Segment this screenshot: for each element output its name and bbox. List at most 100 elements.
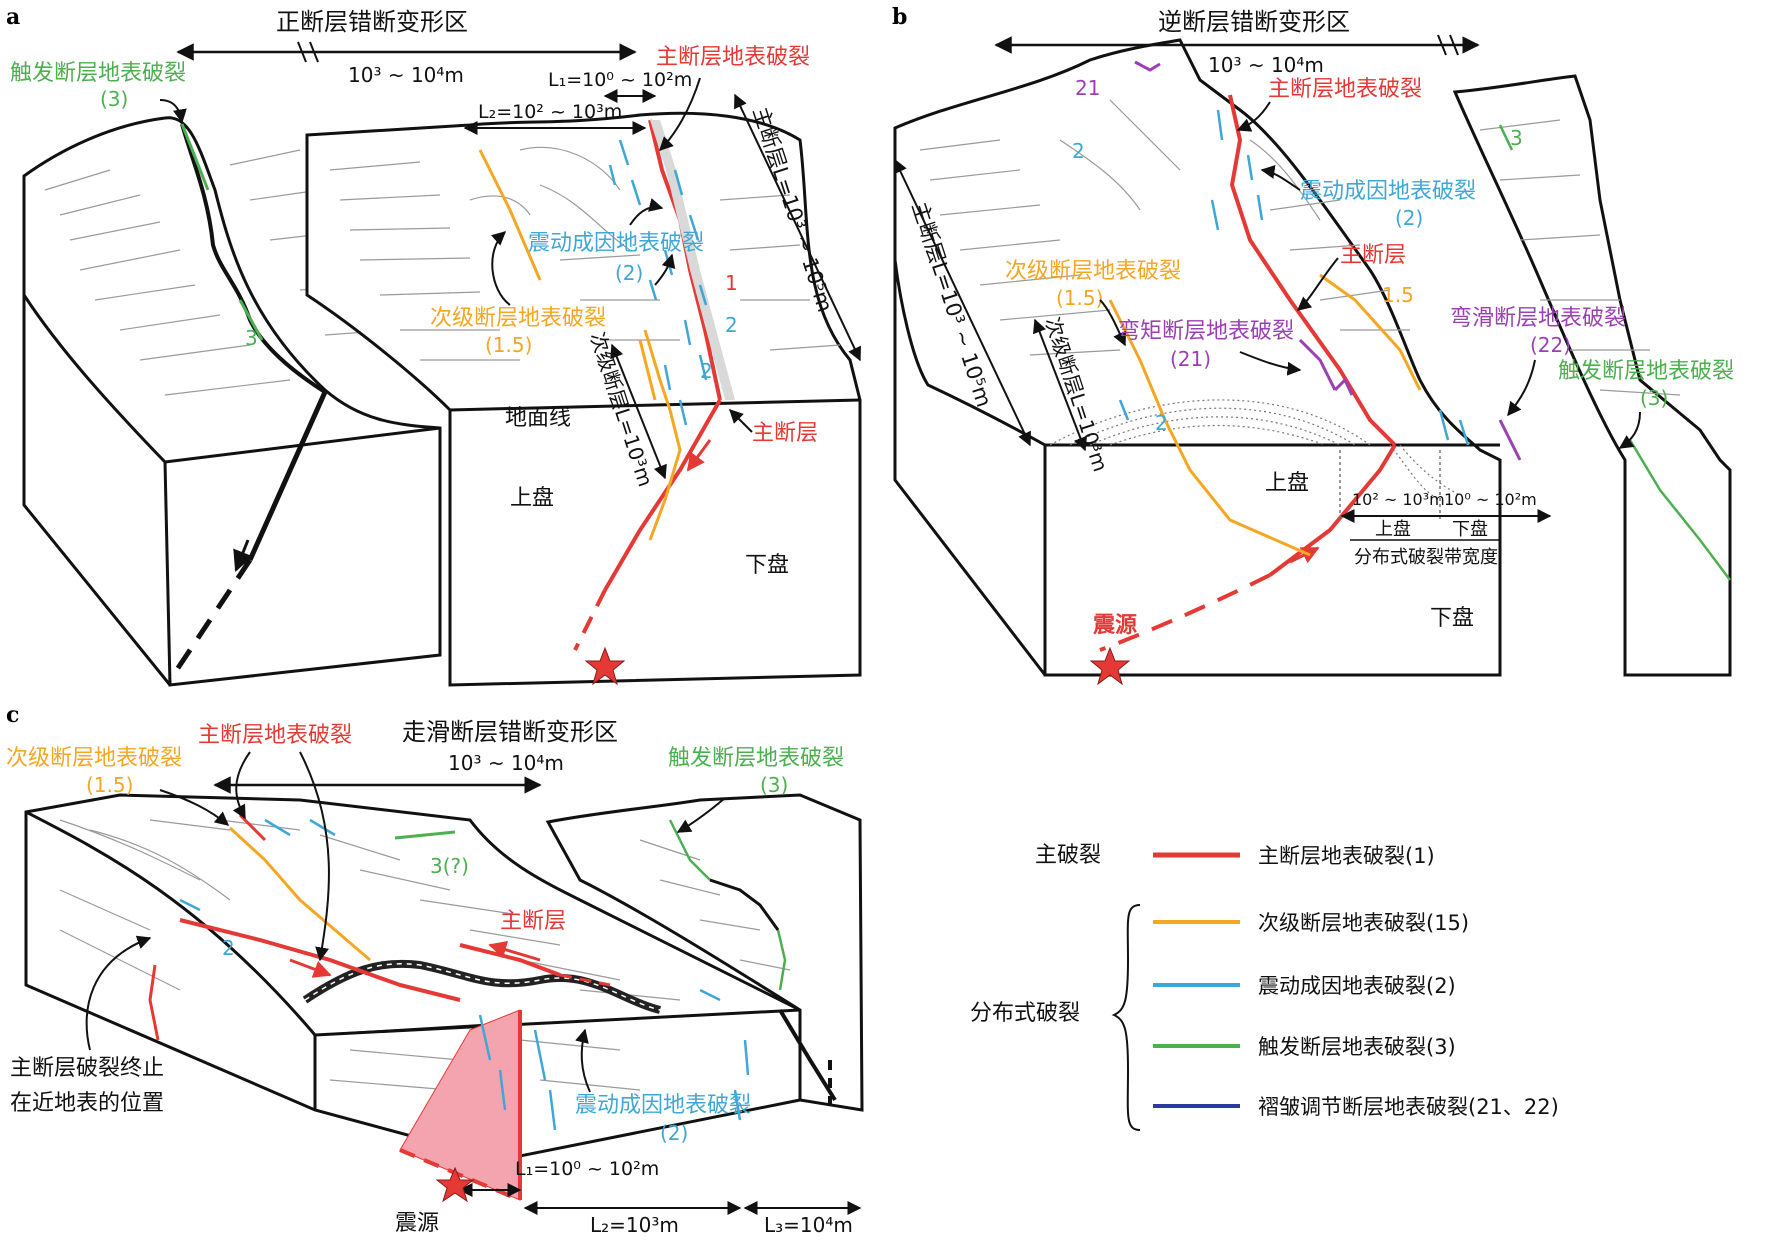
zone-width-hanging-label-b: 上盘: [1375, 519, 1411, 540]
main-rupture-c: [179, 918, 461, 1002]
panel-letter-c: c: [6, 702, 19, 728]
secondary-length-arrow-b: [1032, 318, 1088, 452]
shake-code-c: (2): [660, 1121, 688, 1145]
secondary-num-b: 1.5: [1382, 283, 1414, 307]
main-rupture-a-shade: [650, 120, 735, 400]
main-rupture-label-c: 主断层地表破裂: [198, 723, 352, 748]
main-rupture-pointer-a: [659, 77, 701, 151]
main-fault-a-dash: [573, 589, 607, 651]
block-c-right: [545, 793, 864, 1112]
width-break-b: [1437, 34, 1459, 56]
slip-pointer-b: [1507, 359, 1536, 417]
triggered-label-b: 触发断层地表破裂: [1558, 359, 1734, 384]
secondary-rupture-a1: [478, 149, 542, 281]
main-fault-label-b: 主断层: [1340, 243, 1406, 268]
shake-label-c: 震动成因地表破裂: [575, 1093, 751, 1118]
title-c: 走滑断层错断变形区: [402, 718, 618, 746]
main-fault-pointer-a: [729, 409, 753, 433]
width-break-a: [297, 41, 319, 63]
triggered-label-c: 触发断层地表破裂: [668, 746, 844, 771]
main-rupture-num-a: 1: [725, 271, 738, 295]
title-a: 正断层错断变形区: [276, 8, 468, 36]
shake-num-b2: 2: [1155, 411, 1168, 435]
legend-label-fold: 褶皱调节断层地表破裂(21、22): [1258, 1095, 1559, 1119]
shake-label-a: 震动成因地表破裂: [528, 231, 704, 256]
title-b: 逆断层错断变形区: [1158, 8, 1350, 36]
main-rupture-c2: [459, 943, 561, 977]
triggered-fault-c-black: [709, 878, 780, 931]
moment-num-b: 21: [1075, 76, 1100, 100]
slip-code-b: (22): [1530, 333, 1571, 357]
triggered-pointer-c: [676, 797, 726, 833]
moment-pointer-b: [1239, 351, 1302, 376]
hypocenter-star-a: [584, 646, 626, 686]
hypocenter-star-b: [1089, 646, 1131, 686]
main-fault-label-c: 主断层: [500, 909, 566, 934]
main-fault-a: [603, 399, 722, 592]
legend-label-triggered: 触发断层地表破裂(3): [1258, 1035, 1456, 1059]
secondary-rupture-b2: [1319, 273, 1422, 391]
secondary-pointer-a: [490, 231, 511, 306]
triggered-rupture-c1: [394, 830, 456, 840]
l3-c: L₃=10⁴m: [764, 1213, 853, 1237]
shake-code-a: (2): [615, 261, 643, 285]
legend-group-distributed: 分布式破裂: [970, 1001, 1080, 1026]
triggered-fault-green-a2: [238, 299, 264, 341]
secondary-code-a: (1.5): [485, 333, 532, 357]
main-fault-b-slip: [1289, 546, 1320, 564]
road-c-center: [304, 963, 661, 1011]
legend: 主破裂 分布式破裂 主断层地表破裂(1) 次级断层地表破裂(15) 震动成因地表…: [970, 843, 1559, 1131]
main-rupture-b: [1228, 94, 1397, 447]
moment-label-b: 弯矩断层地表破裂: [1118, 319, 1294, 344]
triggered-rupture-c2: [668, 819, 711, 881]
secondary-pointer-b: [1099, 299, 1127, 347]
moment-code-b: (21): [1170, 347, 1211, 371]
strike-arrow-c2: [289, 958, 332, 978]
secondary-rupture-c: [228, 826, 371, 962]
shake-ruptures-c: [179, 818, 750, 1131]
zone-width-hanging-b: 10² ~ 10³m: [1352, 490, 1445, 509]
shake-num-b: 2: [1072, 139, 1085, 163]
main-fault-pointer-b: [1296, 257, 1339, 311]
slip-arrow-a-left: [233, 539, 253, 572]
shake-code-b: (2): [1395, 206, 1423, 230]
block-c-main: [24, 793, 802, 1162]
width-b: 10³ ~ 10⁴m: [1208, 53, 1324, 77]
panel-letter-a: a: [6, 4, 20, 30]
legend-label-shake: 震动成因地表破裂(2): [1258, 974, 1456, 998]
shake-pointer-b: [1260, 165, 1301, 191]
panel-a: a: [6, 4, 862, 687]
legend-label-secondary: 次级断层地表破裂(15): [1258, 911, 1469, 935]
shake-pointer-c: [575, 1028, 591, 1093]
l2-a: L₂=10² ~ 10³m: [478, 101, 622, 123]
panel-letter-b: b: [892, 4, 907, 30]
termination-pointer-c: [85, 935, 152, 1051]
legend-brace: [1111, 904, 1141, 1131]
main-rupture-label-b: 主断层地表破裂: [1268, 77, 1422, 102]
secondary-label-a: 次级断层地表破裂: [430, 306, 606, 331]
panel-b: b: [892, 4, 1734, 686]
shake-ruptures-b: [1118, 109, 1470, 446]
triggered-q-c: 3(?): [430, 854, 469, 878]
ground-line-a: 地面线: [505, 406, 571, 431]
source-label-c: 震源: [395, 1211, 439, 1236]
triggered-fault-deep-dash-a: [167, 558, 253, 682]
strike-arrow-c1: [488, 941, 541, 962]
legend-group-main: 主破裂: [1035, 843, 1101, 868]
main-rupture-c-left: [148, 964, 160, 1041]
triggered-code-b: (3): [1640, 386, 1668, 410]
hypocenter-star-c: [435, 1166, 475, 1203]
main-fault-length-arrow-a: [734, 93, 861, 362]
l2-c: L₂=10³m: [590, 1213, 679, 1237]
main-fault-a-slip: [686, 439, 712, 472]
width-c: 10³ ~ 10⁴m: [448, 751, 564, 775]
slip-label-b: 弯滑断层地表破裂: [1450, 306, 1626, 331]
triggered-label-a: 触发断层地表破裂: [10, 61, 186, 86]
shake-label-b: 震动成因地表破裂: [1300, 179, 1476, 204]
width-a: 10³ ~ 10⁴m: [348, 63, 464, 87]
l1-a: L₁=10⁰ ~ 10²m: [548, 69, 692, 91]
legend-item-main: 主断层地表破裂(1): [1153, 844, 1435, 868]
termination-line2-c: 在近地表的位置: [10, 1091, 164, 1116]
secondary-label-b: 次级断层地表破裂: [1005, 259, 1181, 284]
